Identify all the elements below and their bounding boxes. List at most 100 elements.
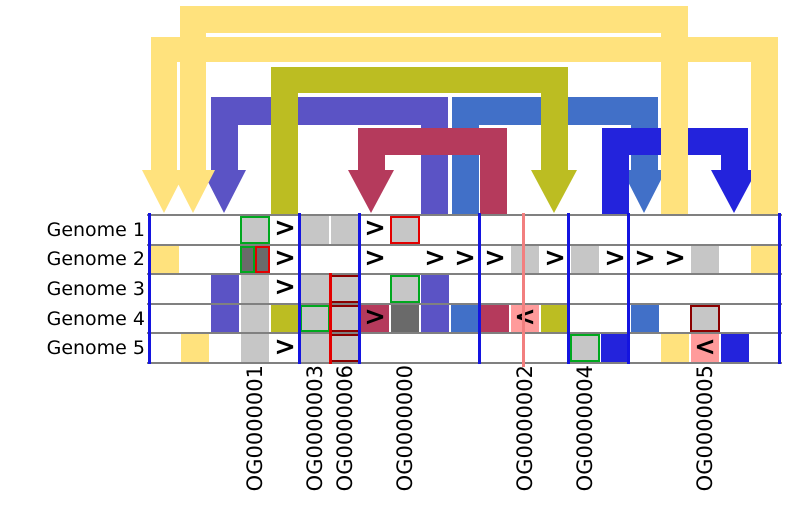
genome-row-line [147,273,782,276]
og-column-label: OG0000001 [243,365,267,492]
arrowhead-down-icon [531,170,577,213]
og-column-label: OG0000006 [333,365,357,492]
contig-boundary-line [358,213,361,364]
genome-row-line [147,332,782,335]
gene-cell [481,304,509,333]
contig-boundary-line [478,213,481,364]
gene-cell [391,304,419,333]
gene-cell [211,275,239,303]
gene-cell [601,334,629,362]
arrowhead-down-icon [202,170,246,213]
gene-cell: < [511,304,539,333]
strand-forward-icon: > [634,242,656,273]
gene-cell [240,245,255,274]
gene-cell [241,304,269,333]
gene-cell [421,275,449,303]
synteny-arrow-olive [271,67,577,214]
contig-boundary-line [298,213,301,364]
gene-cell: > [361,213,389,244]
strand-forward-icon: > [274,331,296,362]
strand-forward-icon: > [274,242,296,273]
strand-forward-icon: > [544,242,566,273]
gene-cell [570,334,600,362]
gene-cell: > [421,242,449,274]
gene-cell [181,334,209,362]
arrowhead-down-icon [622,170,666,213]
strand-forward-icon: > [664,242,686,273]
strand-forward-icon: > [274,213,296,244]
contig-boundary-line [567,213,570,364]
genome-row-line [147,214,782,216]
gene-cell: > [631,242,659,274]
strand-forward-icon: > [364,213,386,244]
synteny-arrow-yellow-inner [142,37,778,214]
highlight-line-salmon [522,213,525,367]
gene-cell [511,245,539,274]
arrowhead-down-icon [348,170,394,213]
og-column-label: OG0000003 [303,365,327,492]
gene-cell: > [361,245,389,274]
strand-forward-icon: > [454,242,476,273]
strand-forward-icon: > [604,242,626,273]
gene-cell: > [481,242,509,274]
gene-cell [301,275,329,303]
genome-row-line [147,243,782,246]
og-column-label: OG0000004 [573,365,597,492]
arrowhead-down-icon [171,170,215,213]
gene-cell [691,245,719,274]
gene-cell [211,304,239,333]
strand-forward-icon: > [274,272,296,303]
gene-cell [661,334,689,362]
genome-row-line [147,362,782,364]
highlight-line-red [329,273,332,364]
gene-cell [241,334,269,362]
gene-cell: > [661,242,689,274]
gene-cell [451,304,479,333]
contig-boundary-line [778,213,781,364]
gene-cell [571,245,599,274]
gene-cell: < [691,334,719,362]
og-column-label: OG0000002 [513,365,537,492]
gene-cell [330,275,360,303]
genome-row-label: Genome 5 [46,337,145,360]
arrowhead-down-icon [142,170,186,213]
gene-cell [301,334,329,362]
gene-cell: > [451,242,479,274]
gene-cell [631,304,659,333]
gene-cell [301,216,329,244]
strand-reverse-icon: < [694,331,716,362]
og-column-label: OG0000005 [693,365,717,492]
contig-boundary-line [627,213,630,364]
gene-cell [300,304,330,333]
gene-cell [690,304,720,333]
gene-cell [271,304,299,333]
gene-cell [390,216,420,244]
gene-cell: > [361,302,389,333]
gene-cell [241,275,269,303]
gene-cell [421,304,449,333]
gene-cell: > [271,242,299,274]
gene-cell [541,304,569,333]
gene-cell: > [271,272,299,303]
genome-row-label: Genome 1 [46,218,145,241]
gene-cell [721,334,749,362]
genome-row-label: Genome 2 [46,248,145,271]
gene-cell [255,245,270,274]
gene-cell [390,275,420,303]
og-column-label: OG0000000 [393,365,417,492]
gene-cell [330,304,360,333]
gene-cell [331,216,359,244]
gene-cell: > [541,242,569,274]
gene-cell: > [271,213,299,244]
strand-forward-icon: > [484,242,506,273]
gene-cell [751,245,779,274]
strand-forward-icon: > [424,242,446,273]
genome-row-label: Genome 3 [46,278,145,300]
contig-boundary-line [148,213,151,364]
strand-forward-icon: > [364,302,386,333]
gene-cell [240,216,270,244]
synteny-arrow-crimson [348,128,507,214]
gene-cell [330,334,360,362]
